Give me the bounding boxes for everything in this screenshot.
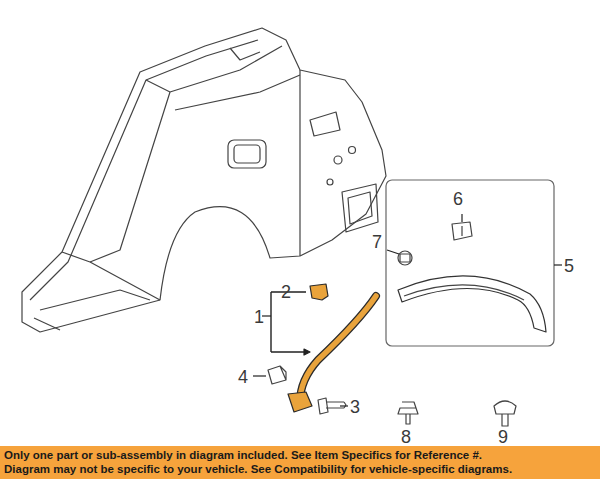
callout-number: 9: [498, 428, 508, 446]
callout-number: 1: [254, 308, 264, 326]
notice-text: Only one part or sub-assembly in diagram…: [4, 448, 596, 462]
callout-number: 7: [372, 233, 382, 251]
callout-number: 2: [281, 283, 291, 301]
callout-number: 4: [238, 368, 248, 386]
notice-text: Diagram may not be specific to your vehi…: [4, 462, 596, 476]
notice-band: Only one part or sub-assembly in diagram…: [0, 446, 600, 479]
callout-number: 6: [453, 190, 463, 208]
callout-number: 8: [401, 428, 411, 446]
callout-number: 3: [350, 398, 360, 416]
callout-number: 5: [564, 257, 574, 275]
